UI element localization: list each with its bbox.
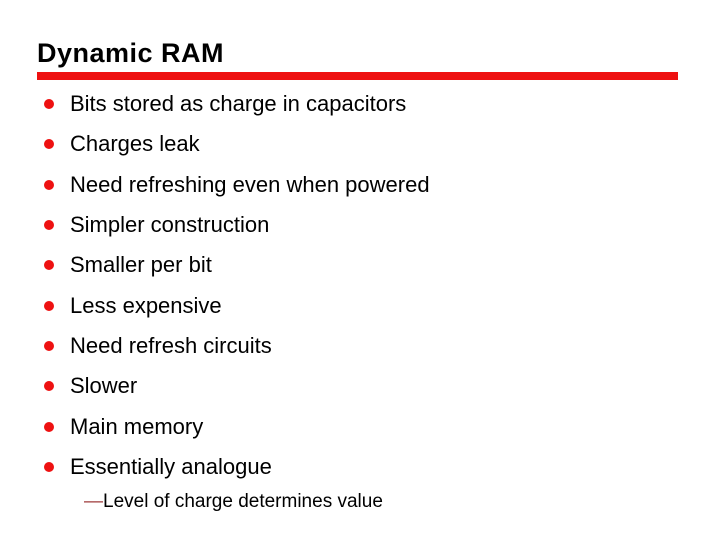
sub-bullet-text: Level of charge determines value bbox=[103, 491, 383, 512]
bullet-item: Main memory bbox=[38, 407, 430, 447]
sub-bullet: —Level of charge determines value bbox=[84, 490, 383, 515]
bullet-text: Main memory bbox=[70, 413, 204, 439]
title-underline-rule bbox=[37, 72, 678, 80]
bullet-text: Charges leak bbox=[70, 131, 200, 157]
bullet-dot-icon bbox=[44, 421, 54, 432]
bullet-text: Slower bbox=[70, 373, 138, 399]
bullet-list: Bits stored as charge in capacitors Char… bbox=[38, 84, 430, 487]
bullet-text: Simpler construction bbox=[70, 212, 270, 238]
slide-title: Dynamic RAM bbox=[37, 38, 225, 68]
bullet-text: Need refresh circuits bbox=[70, 333, 272, 359]
bullet-item: Bits stored as charge in capacitors bbox=[38, 84, 430, 124]
bullet-item: Essentially analogue bbox=[38, 447, 430, 487]
bullet-text: Essentially analogue bbox=[70, 454, 272, 480]
bullet-dot-icon bbox=[44, 139, 54, 150]
bullet-item: Need refreshing even when powered bbox=[38, 165, 430, 205]
bullet-text: Less expensive bbox=[70, 292, 222, 318]
em-dash: — bbox=[84, 491, 103, 512]
bullet-dot-icon bbox=[44, 462, 54, 473]
bullet-item: Smaller per bit bbox=[38, 245, 430, 285]
bullet-dot-icon bbox=[44, 381, 54, 392]
bullet-item: Charges leak bbox=[38, 124, 430, 164]
bullet-text: Smaller per bit bbox=[70, 252, 212, 278]
bullet-item: Simpler construction bbox=[38, 205, 430, 245]
bullet-text: Bits stored as charge in capacitors bbox=[70, 91, 407, 117]
bullet-dot-icon bbox=[44, 99, 54, 110]
bullet-item: Need refresh circuits bbox=[38, 326, 430, 366]
bullet-dot-icon bbox=[44, 179, 54, 190]
bullet-text: Need refreshing even when powered bbox=[70, 171, 430, 197]
bullet-dot-icon bbox=[44, 220, 54, 231]
bullet-item: Slower bbox=[38, 366, 430, 406]
bullet-item: Less expensive bbox=[38, 286, 430, 326]
bullet-dot-icon bbox=[44, 260, 54, 271]
bullet-dot-icon bbox=[44, 300, 54, 311]
bullet-dot-icon bbox=[44, 341, 54, 352]
